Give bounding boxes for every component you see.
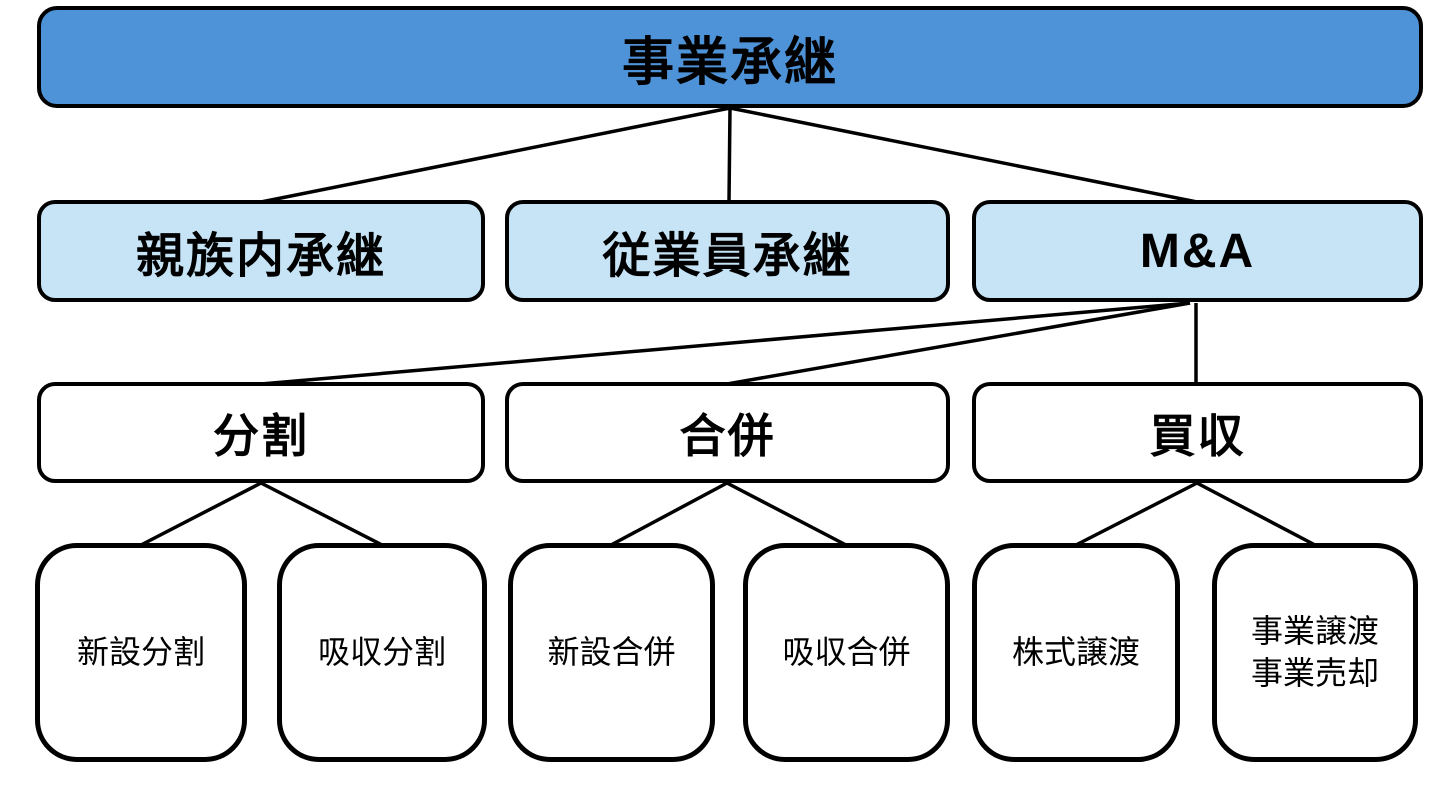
node-ma-label: M&A [1139,224,1256,278]
node-incorporation-split: 新設分割 [35,543,247,762]
node-absorption-split: 吸収分割 [277,543,487,762]
node-share-transfer-label: 株式譲渡 [1011,633,1140,670]
node-employee-succession-label: 従業員承継 [602,230,853,283]
node-absorption-merger-label: 吸収合併 [782,633,911,670]
node-split: 分割 [37,382,485,483]
node-absorption-merger: 吸収合併 [743,543,950,762]
node-business-succession: 事業承継 [37,6,1423,108]
node-absorption-split-label: 吸収分割 [317,633,446,670]
node-acquisition: 買収 [972,382,1423,483]
node-employee-succession: 従業員承継 [505,200,950,302]
node-incorporation-split-label: 新設分割 [76,633,205,670]
node-family-succession: 親族内承継 [37,200,485,302]
node-incorporation-merger: 新設合併 [508,543,715,762]
node-business-transfer-label-line2: 事業売却 [1250,654,1379,691]
node-split-label: 分割 [213,409,309,462]
node-merger: 合併 [505,382,950,483]
node-acquisition-label: 買収 [1149,409,1246,462]
node-family-succession-label: 親族内承継 [135,230,386,283]
node-ma: M&A [972,200,1423,302]
node-business-succession-label: 事業承継 [621,33,838,92]
node-business-transfer: 事業譲渡 事業売却 [1212,543,1418,762]
node-share-transfer: 株式譲渡 [972,543,1180,762]
node-business-transfer-label-line1: 事業譲渡 [1250,612,1379,649]
node-incorporation-merger-label: 新設合併 [547,633,676,670]
node-merger-label: 合併 [679,409,776,462]
